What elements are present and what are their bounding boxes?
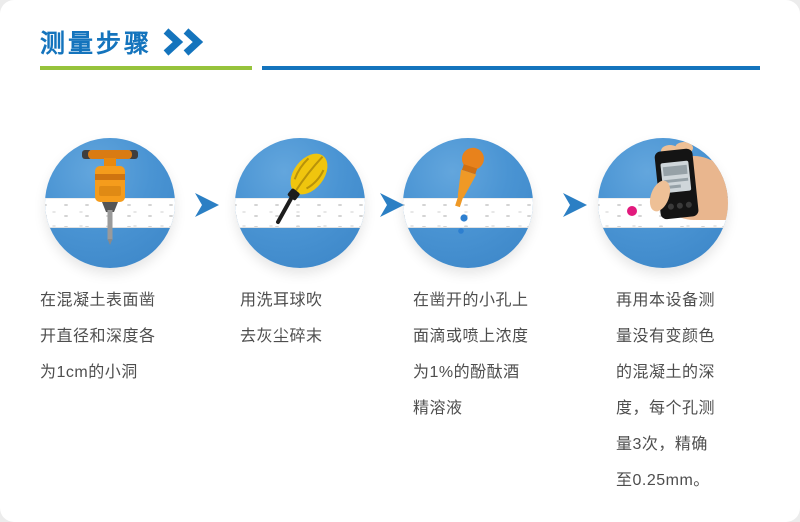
step4-circle bbox=[598, 138, 728, 268]
step1-description: 在混凝土表面凿 开直径和深度各 为1cm的小洞 bbox=[40, 292, 156, 381]
section-header: 测量步骤 bbox=[40, 24, 208, 60]
dropper-icon bbox=[455, 147, 484, 234]
step1-circle bbox=[45, 138, 175, 268]
page-title: 测量步骤 bbox=[40, 30, 153, 58]
jackhammer-drill-icon bbox=[82, 150, 138, 245]
concrete-band bbox=[235, 198, 365, 228]
blower-bulb-icon bbox=[276, 153, 328, 224]
step3-circle bbox=[403, 138, 533, 268]
blue-divider bbox=[262, 66, 760, 70]
step2-description: 用洗耳球吹 去灰尘碎末 bbox=[240, 292, 323, 345]
double-chevron-right-icon bbox=[163, 28, 204, 56]
step2-circle bbox=[235, 138, 365, 268]
concrete-band bbox=[403, 198, 533, 228]
phenolphthalein-dot bbox=[627, 206, 637, 216]
step-arrow-icon bbox=[195, 193, 219, 217]
measuring-device-icon bbox=[627, 142, 728, 220]
green-divider bbox=[40, 66, 252, 70]
step-arrow-icon bbox=[380, 193, 404, 217]
step-arrow-icon bbox=[563, 193, 587, 217]
step3-description: 在凿开的小孔上 面滴或喷上浓度 为1%的酚酞酒 精溶液 bbox=[413, 292, 529, 417]
step4-description: 再用本设备测 量没有变颜色 的混凝土的深 度，每个孔测 量3次，精确 至0.25… bbox=[616, 292, 716, 489]
